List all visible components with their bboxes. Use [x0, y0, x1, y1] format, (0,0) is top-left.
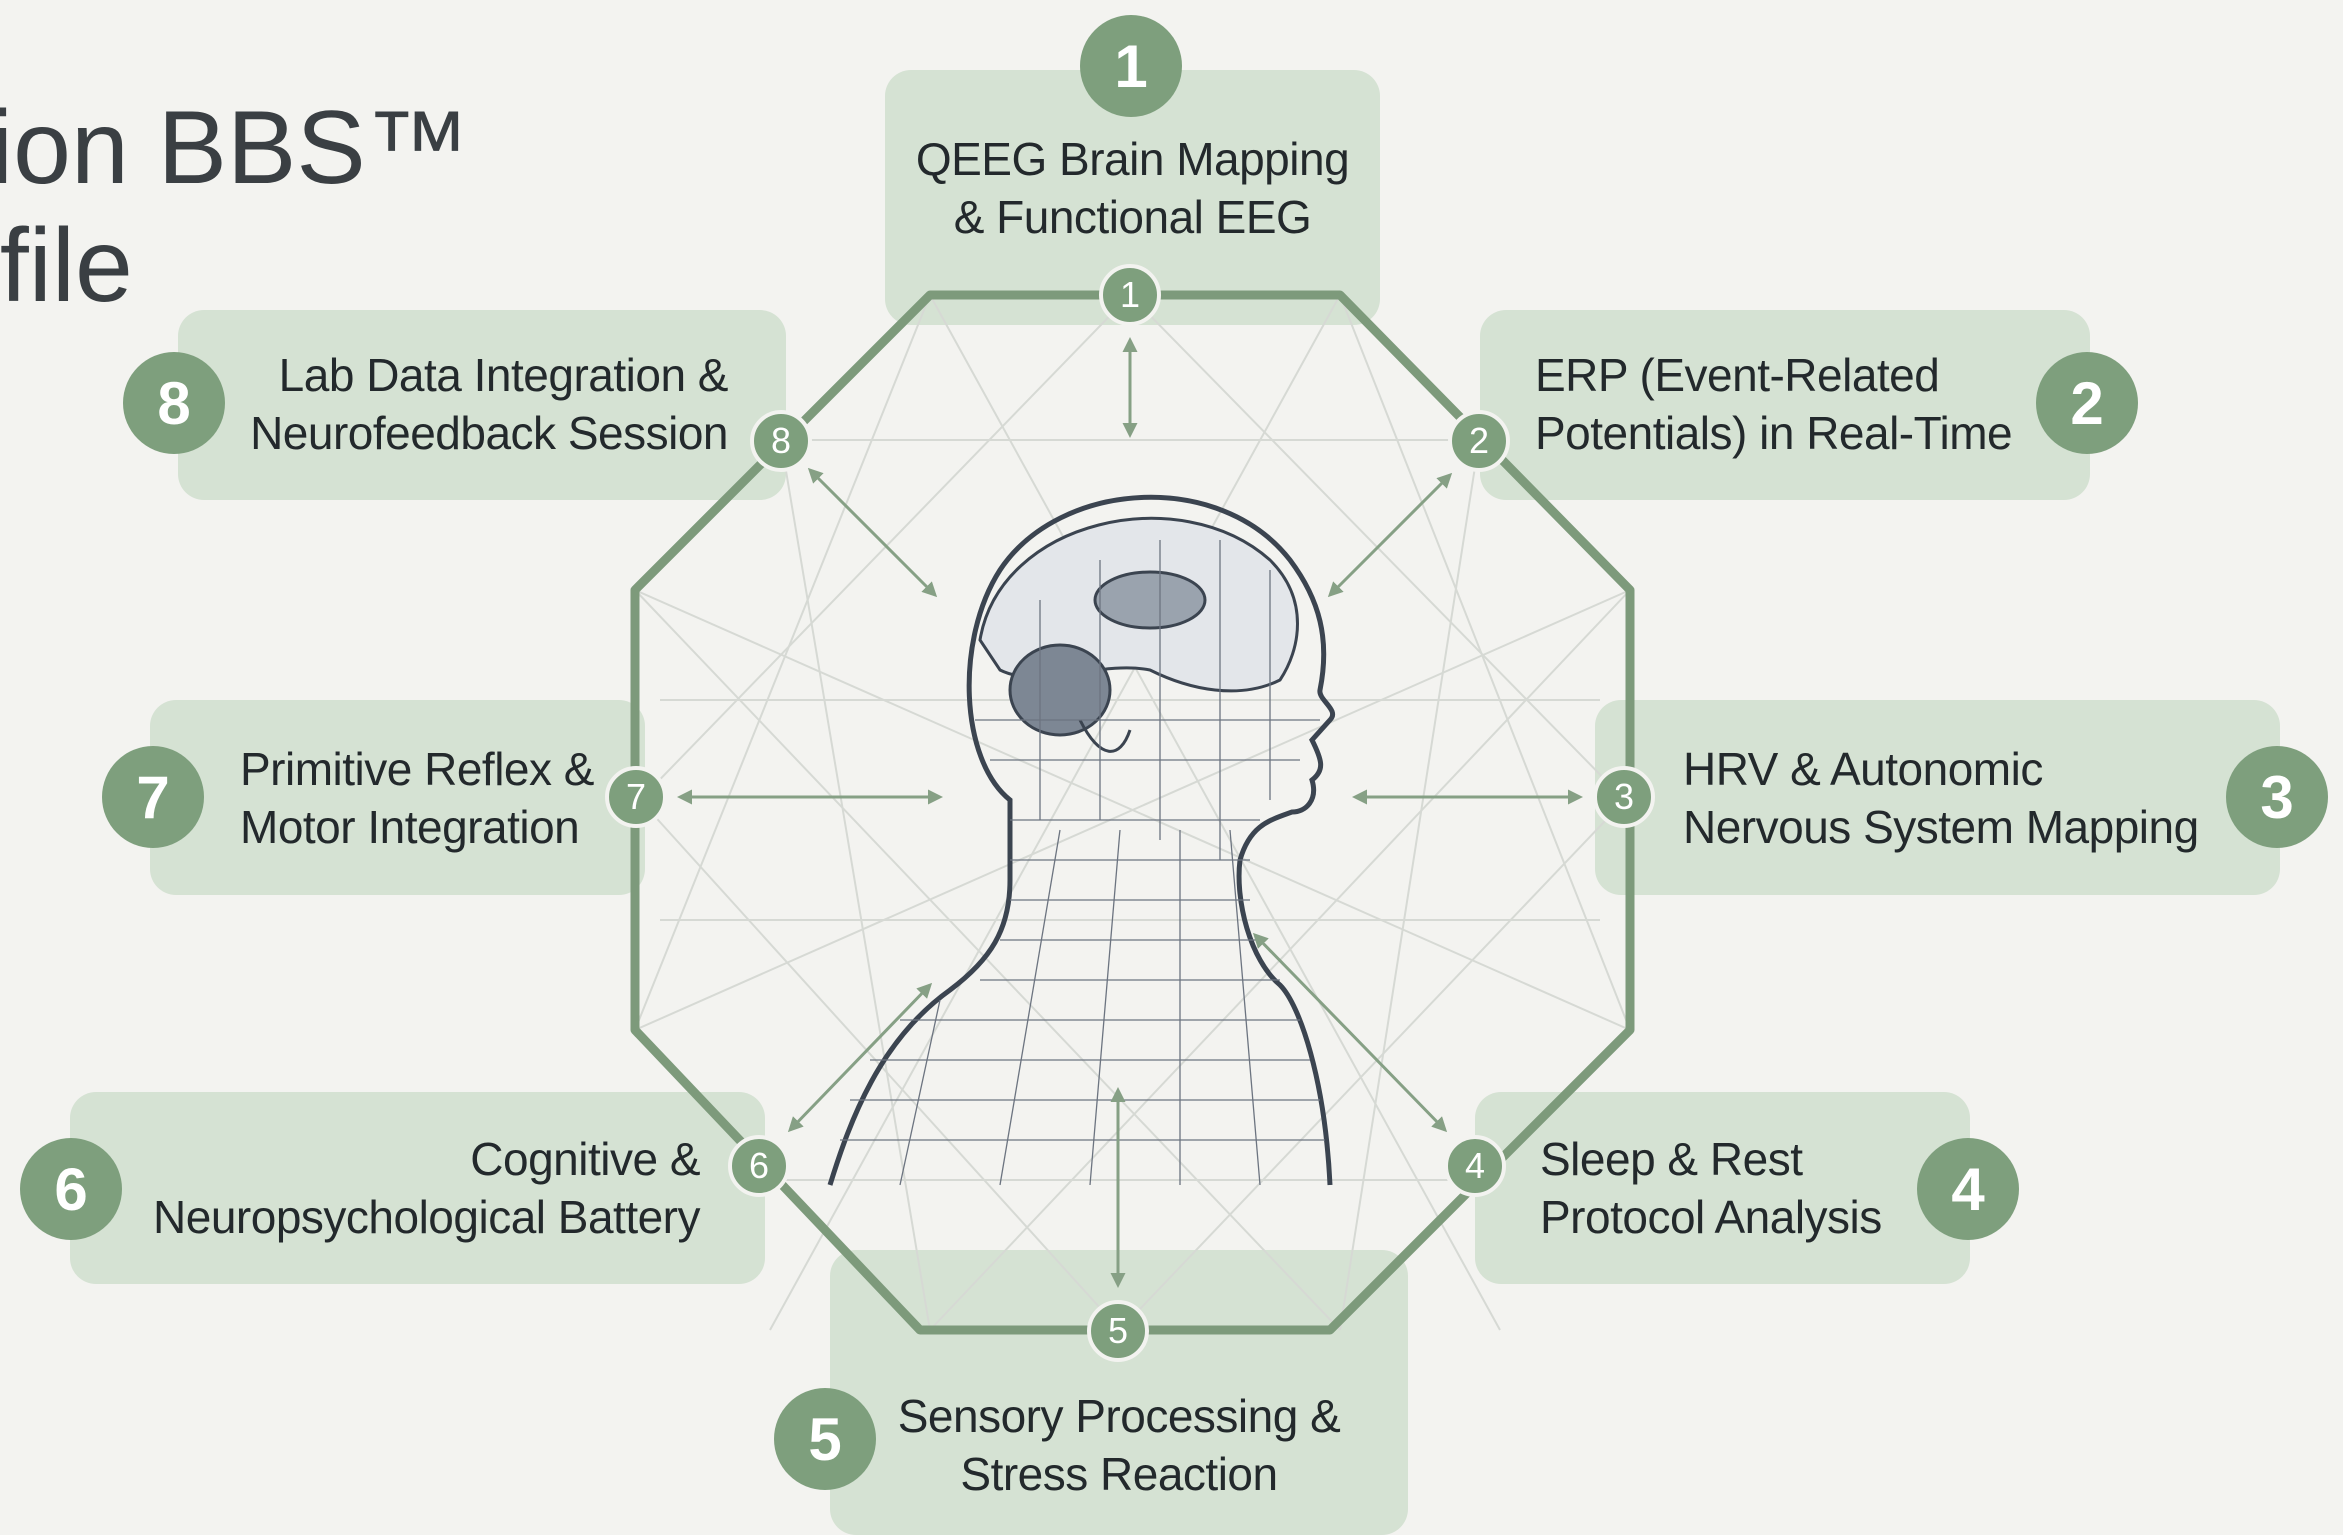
module-5-label: Sensory Processing & Stress Reaction — [880, 1387, 1358, 1503]
module-2-line-1: ERP (Event-Related — [1535, 349, 1940, 401]
node-2-badge: 2 — [1448, 410, 1510, 472]
module-4-number-badge: 4 — [1917, 1138, 2019, 1240]
module-2-panel — [1480, 310, 2090, 500]
module-3-line-2: Nervous System Mapping — [1683, 801, 2199, 853]
module-6-line-1: Cognitive & — [470, 1133, 700, 1185]
module-8-line-1: Lab Data Integration & — [278, 349, 729, 401]
module-7-line-2: Motor Integration — [240, 801, 580, 853]
module-7-number-badge: 7 — [102, 746, 204, 848]
node-5-badge: 5 — [1087, 1300, 1149, 1362]
module-1-number-badge: 1 — [1080, 15, 1182, 117]
module-5-panel — [830, 1250, 1408, 1535]
web-lines — [634, 294, 1631, 1331]
module-7-label: Primitive Reflex & Motor Integration — [240, 740, 594, 856]
page-title-line-1: sion BBS™ — [0, 90, 470, 206]
module-6-number-badge: 6 — [20, 1138, 122, 1240]
module-5-line-2: Stress Reaction — [960, 1448, 1278, 1500]
module-8-panel — [178, 310, 786, 500]
module-1-label: QEEG Brain Mapping & Functional EEG — [890, 130, 1375, 246]
module-7-panel — [150, 700, 645, 895]
module-6-line-2: Neuropsychological Battery — [153, 1191, 700, 1243]
module-4-label: Sleep & Rest Protocol Analysis — [1540, 1130, 1882, 1246]
node-8-badge: 8 — [750, 410, 812, 472]
module-3-line-1: HRV & Autonomic — [1683, 743, 2043, 795]
module-7-line-1: Primitive Reflex & — [240, 743, 594, 795]
module-2-number-badge: 2 — [2036, 352, 2138, 454]
module-1-line-1: QEEG Brain Mapping — [915, 133, 1350, 185]
module-3-label: HRV & Autonomic Nervous System Mapping — [1683, 740, 2199, 856]
module-6-panel — [70, 1092, 765, 1284]
module-4-line-1: Sleep & Rest — [1540, 1133, 1803, 1185]
module-8-label: Lab Data Integration & Neurofeedback Ses… — [228, 346, 728, 462]
module-8-number-badge: 8 — [123, 352, 225, 454]
module-1-line-2: & Functional EEG — [953, 191, 1312, 243]
node-1-badge: 1 — [1099, 264, 1161, 326]
module-5-line-1: Sensory Processing & — [897, 1390, 1341, 1442]
module-4-panel — [1475, 1092, 1970, 1284]
module-5-number-badge: 5 — [774, 1388, 876, 1490]
module-3-panel — [1595, 700, 2280, 895]
module-2-line-2: Potentials) in Real-Time — [1535, 407, 2013, 459]
node-4-badge: 4 — [1444, 1135, 1506, 1197]
octagon-outline — [630, 290, 1635, 1335]
node-3-badge: 3 — [1593, 766, 1655, 828]
page-title-line-2: ofile — [0, 208, 133, 324]
module-8-line-2: Neurofeedback Session — [250, 407, 728, 459]
module-6-label: Cognitive & Neuropsychological Battery — [130, 1130, 700, 1246]
node-7-badge: 7 — [605, 766, 667, 828]
module-2-label: ERP (Event-Related Potentials) in Real-T… — [1535, 346, 2013, 462]
connection-arrows — [677, 337, 1583, 1288]
module-4-line-2: Protocol Analysis — [1540, 1191, 1882, 1243]
module-3-number-badge: 3 — [2226, 746, 2328, 848]
wireframe-human-head-brain-icon — [827, 494, 1335, 1186]
node-6-badge: 6 — [728, 1135, 790, 1197]
